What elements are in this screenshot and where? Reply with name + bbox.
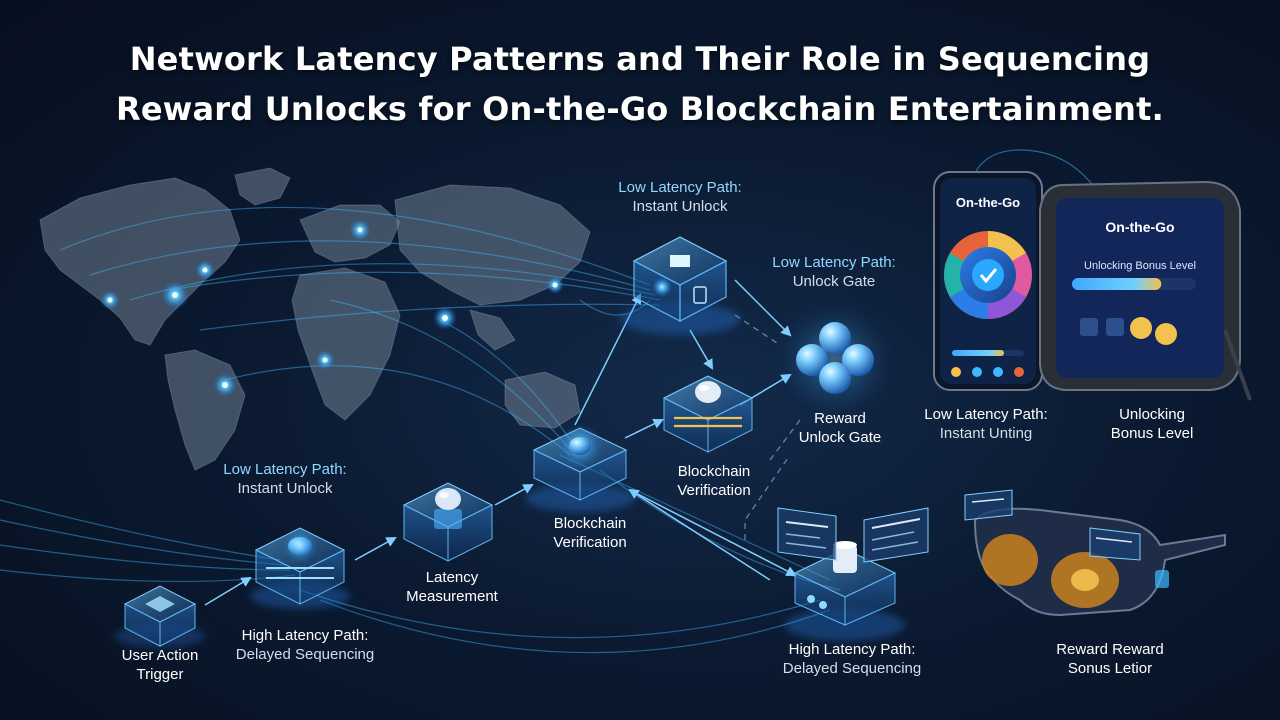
blockchain-verification-1-label: Blockchain Verification xyxy=(553,514,626,552)
low-latency-phone-detail: Instant Unting xyxy=(939,425,1033,442)
flow-arrows xyxy=(204,279,797,606)
city-node xyxy=(433,306,457,330)
low-latency-top-label: Low Latency Path: Instant Unlock xyxy=(618,178,741,216)
south-america-landmass xyxy=(164,349,246,471)
phone-app-title: On-the-Go xyxy=(956,195,1020,210)
floating-info-panels xyxy=(777,507,929,563)
vr-caption-line-2: Sonus Letior xyxy=(1067,660,1153,677)
high-latency-left-detail: Delayed Sequencing xyxy=(235,646,375,663)
city-node xyxy=(161,281,189,309)
world-map xyxy=(39,167,591,471)
low-latency-gate-label: Low Latency Path: Unlock Gate xyxy=(772,253,895,291)
city-nodes xyxy=(100,219,564,397)
city-node xyxy=(195,260,215,280)
latency-measurement-line-1: Latency xyxy=(425,569,479,586)
high-latency-right-heading: High Latency Path: xyxy=(788,641,916,658)
blockchain-verification-cube-1 xyxy=(525,424,635,512)
city-node xyxy=(349,219,371,241)
vr-headset-device xyxy=(964,489,1226,617)
australia-landmass xyxy=(504,371,581,429)
low-latency-phone-label: Low Latency Path: Instant Unting xyxy=(924,405,1047,443)
reward-sphere xyxy=(819,362,851,394)
city-node xyxy=(546,276,564,294)
reward-wheel xyxy=(944,231,1032,319)
latency-measurement-cube xyxy=(402,482,494,562)
dashed-connectors xyxy=(734,314,801,540)
tablet-progress-fill xyxy=(1072,278,1162,290)
low-latency-gate-detail: Unlock Gate xyxy=(792,273,876,290)
low-latency-top-heading: Low Latency Path: xyxy=(618,179,742,196)
title-line-1: Network Latency Patterns and Their Role … xyxy=(129,40,1151,78)
tablet-caption-line-1: Unlocking xyxy=(1119,406,1185,423)
low-latency-left-detail: Instant Unlock xyxy=(237,480,333,497)
high-latency-right-detail: Delayed Sequencing xyxy=(782,660,922,677)
tablet-app-title: On-the-Go xyxy=(1105,219,1174,235)
reward-unlock-gate-line-1: Reward xyxy=(814,410,866,427)
greenland-landmass xyxy=(234,167,291,206)
latency-measurement-label: Latency Measurement xyxy=(406,568,498,606)
reward-unlock-gate-line-2: Unlock Gate xyxy=(798,429,882,446)
africa-landmass xyxy=(291,267,401,421)
reward-unlock-gate-label: Reward Unlock Gate xyxy=(799,409,882,447)
low-latency-phone-heading: Low Latency Path: xyxy=(924,406,1048,423)
low-latency-left-label: Low Latency Path: Instant Unlock xyxy=(223,460,346,498)
reward-sphere xyxy=(819,322,851,354)
rugged-tablet-device: On-the-Go Unlocking Bonus Level xyxy=(1039,180,1252,401)
phone-bottom-icons xyxy=(951,367,1024,377)
smartphone-device: On-the-Go xyxy=(933,149,1101,391)
blockchain-verification-1-line-2: Verification xyxy=(553,534,627,551)
blockchain-verification-1-line-1: Blockchain xyxy=(553,515,627,532)
high-latency-cube xyxy=(785,541,905,641)
diagram-title: Network Latency Patterns and Their Role … xyxy=(0,34,1280,134)
low-latency-left-heading: Low Latency Path: xyxy=(223,461,347,478)
low-latency-hub-cube xyxy=(620,236,740,335)
reward-sphere-cluster xyxy=(780,305,890,415)
blockchain-verification-2-label: Blockchain Verification xyxy=(677,462,750,500)
southeast-asia-landmass xyxy=(469,309,516,351)
tablet-progress-label: Unlocking Bonus Level xyxy=(1084,260,1196,272)
blockchain-verification-2-line-2: Verification xyxy=(677,482,751,499)
city-node xyxy=(100,290,120,310)
user-action-cube xyxy=(115,585,205,648)
tablet-icon-row xyxy=(1080,317,1177,345)
user-action-trigger-label: User Action Trigger xyxy=(122,646,199,684)
tablet-caption-label: Unlocking Bonus Level xyxy=(1111,405,1194,443)
user-action-line-2: Trigger xyxy=(136,666,184,683)
blockchain-verification-cube-2 xyxy=(662,375,754,453)
latency-measurement-line-2: Measurement xyxy=(406,588,498,605)
tablet-caption-line-2: Bonus Level xyxy=(1110,425,1194,442)
instant-unlock-cube xyxy=(250,527,350,609)
high-latency-left-label: High Latency Path: Delayed Sequencing xyxy=(236,626,374,664)
city-node xyxy=(315,350,335,370)
user-action-line-1: User Action xyxy=(121,647,199,664)
city-node xyxy=(213,373,237,397)
low-latency-gate-heading: Low Latency Path: xyxy=(772,254,896,271)
low-latency-top-detail: Instant Unlock xyxy=(632,198,728,215)
reward-sphere xyxy=(796,344,828,376)
vr-caption-label: Reward Reward Sonus Letior xyxy=(1056,640,1164,678)
vr-caption-line-1: Reward Reward xyxy=(1056,641,1164,658)
blockchain-verification-2-line-1: Blockchain xyxy=(677,463,751,480)
high-latency-right-label: High Latency Path: Delayed Sequencing xyxy=(783,640,921,678)
high-latency-left-heading: High Latency Path: xyxy=(241,627,369,644)
reward-sphere xyxy=(842,344,874,376)
title-line-2: Reward Unlocks for On-the-Go Blockchain … xyxy=(115,90,1164,128)
